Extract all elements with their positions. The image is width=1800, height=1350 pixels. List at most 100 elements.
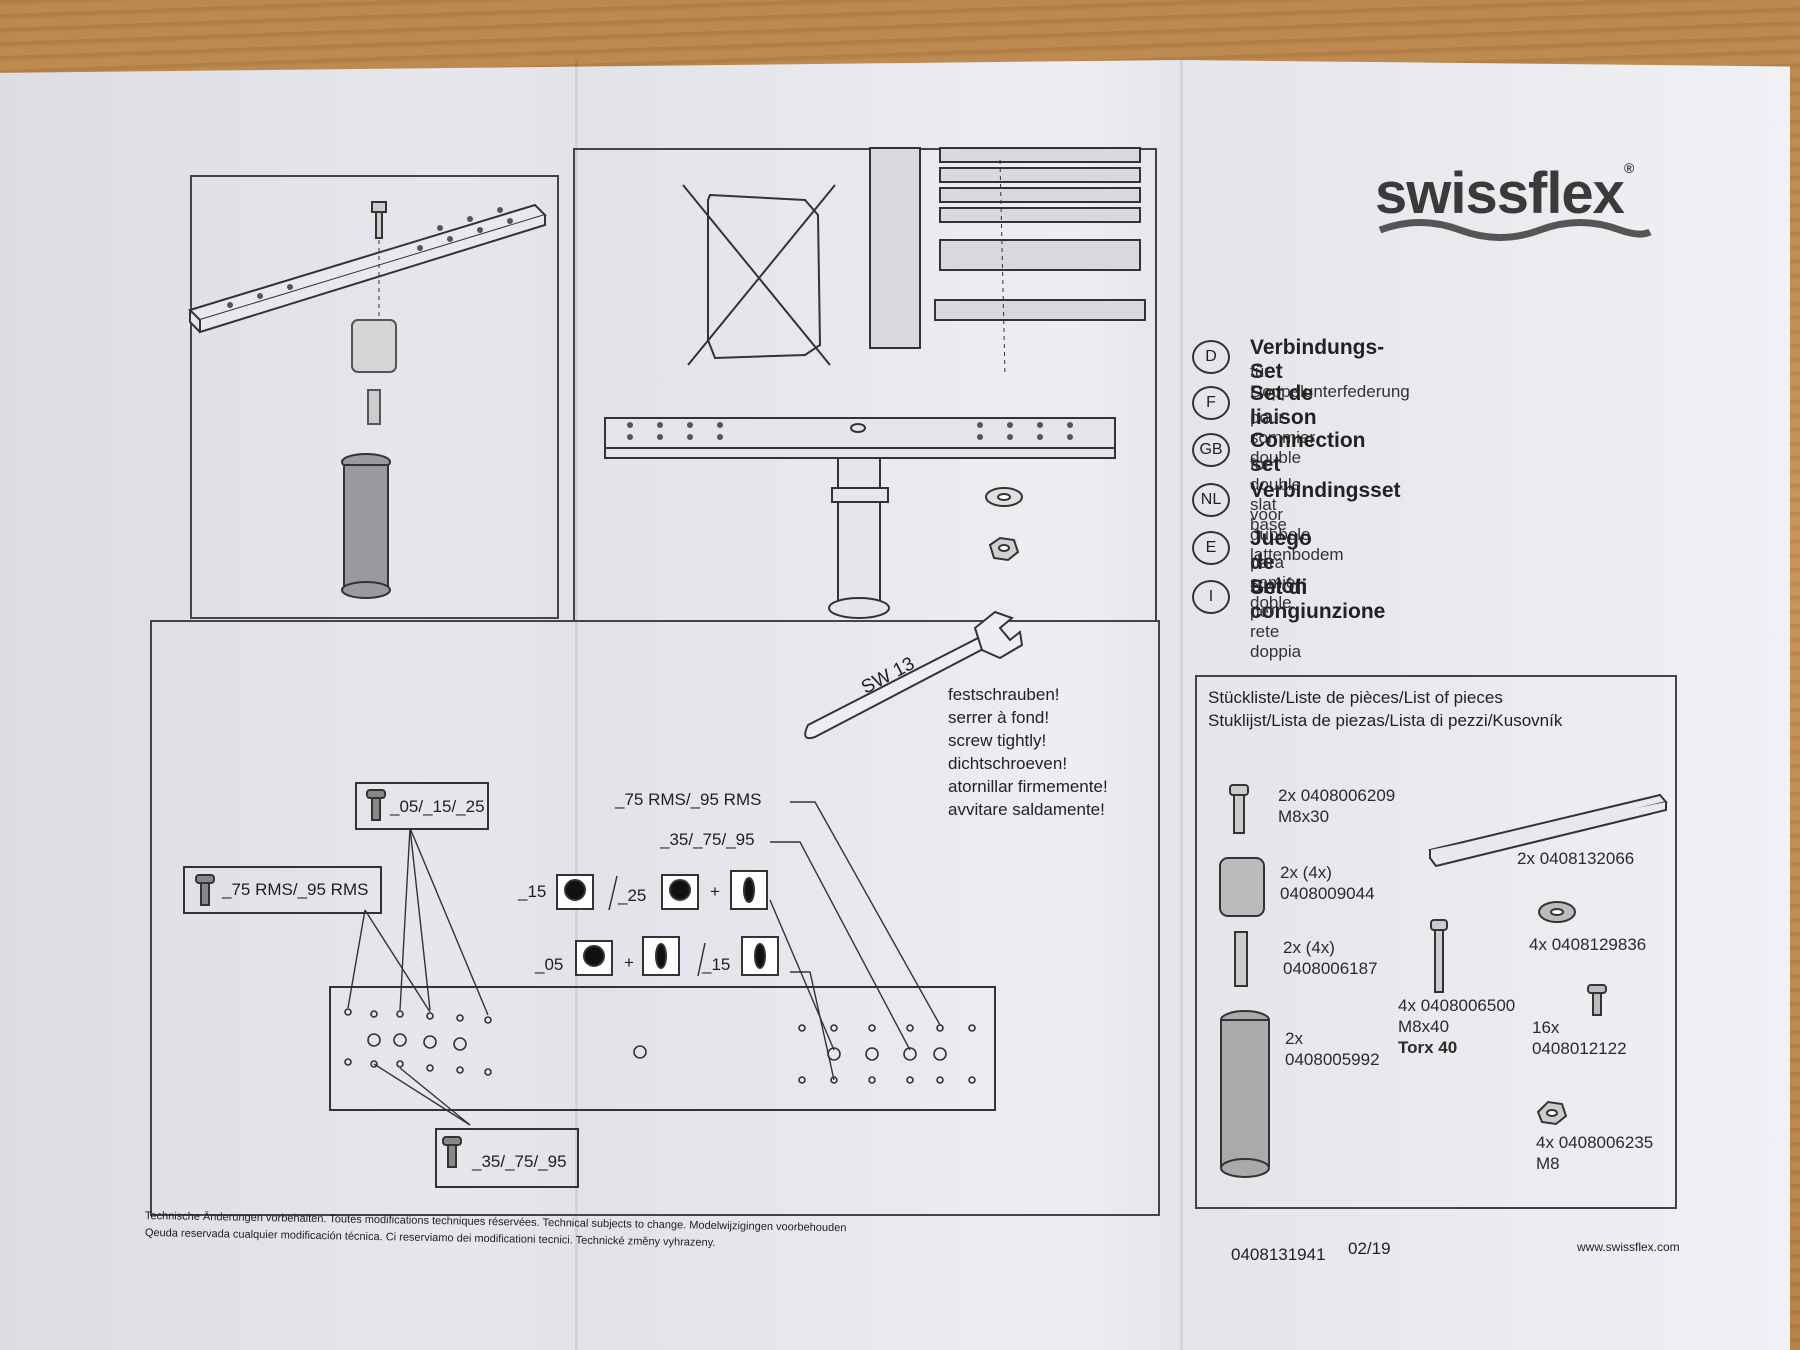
language-code-badge: NL <box>1192 483 1230 517</box>
brand-name: swissflex <box>1375 161 1625 226</box>
bolt-icon <box>442 1136 462 1168</box>
hole-label: _75 RMS/_95 RMS <box>222 880 369 899</box>
part-item: 2x 0408006209 M8x30 <box>1278 785 1395 827</box>
part-item: 4x 0408006500 M8x40 Torx 40 <box>1398 995 1515 1058</box>
part-item: 4x 0408006235 M8 <box>1536 1132 1653 1174</box>
language-subtitle: per rete doppia <box>1250 602 1302 661</box>
part-code: 0408006187 <box>1283 959 1378 978</box>
brand-logo: swissflex® <box>1375 160 1634 227</box>
hole-label: _35/_75/_95 <box>660 830 755 849</box>
part-code: 0408132066 <box>1539 849 1635 868</box>
part-spec: M8 <box>1536 1154 1560 1173</box>
language-title: Set di congiunzione <box>1250 576 1386 623</box>
part-qty: 16x <box>1532 1018 1560 1037</box>
bolt-icon <box>371 201 387 239</box>
part-qty: 4x <box>1529 935 1547 954</box>
part-item: 2x 0408005992 <box>1285 1028 1380 1070</box>
tighten-line: serrer à fond! <box>948 708 1050 727</box>
tighten-line: dichtschroeven! <box>948 754 1068 773</box>
spacer-icon <box>1219 857 1265 917</box>
plus-sign: + <box>710 882 720 901</box>
language-title: Verbindungs-Set <box>1250 336 1385 383</box>
document-number: 0408131941 <box>1231 1245 1326 1264</box>
part-spec-torx: Torx 40 <box>1398 1038 1458 1057</box>
hole-label: _15 <box>702 955 731 974</box>
foot-icon <box>1220 1010 1270 1178</box>
hole-template-plate <box>329 986 996 1111</box>
language-subtitle: voor dubbele lattenbodem <box>1250 505 1344 564</box>
bolt-icon <box>1430 919 1448 993</box>
tighten-line: screw tightly! <box>948 731 1047 750</box>
nut-icon <box>988 536 1020 562</box>
step-2-frame <box>573 148 1157 622</box>
language-subtitle: para somier doble <box>1250 553 1302 612</box>
part-item: 2x (4x) 0408009044 <box>1280 862 1375 904</box>
part-spec: M8x40 <box>1398 1017 1450 1036</box>
bolt-icon <box>195 874 215 906</box>
language-subtitle: pour sommier double <box>1250 408 1316 467</box>
incorrect-bracket-icon <box>682 184 836 366</box>
registered-mark: ® <box>1623 160 1634 176</box>
spacer-icon <box>351 319 397 373</box>
language-code-badge: E <box>1192 531 1230 565</box>
language-code-badge: I <box>1192 580 1230 614</box>
language-subtitle: für Doppelunterfederung <box>1250 362 1410 401</box>
washer-icon <box>1538 901 1576 923</box>
foot-icon <box>828 457 890 619</box>
part-qty: 2x <box>1285 1029 1303 1048</box>
language-subtitle: for double slat base <box>1250 455 1302 534</box>
nut-icon <box>1536 1100 1568 1126</box>
part-item: 16x 0408012122 <box>1532 1017 1627 1059</box>
parts-list-heading: Stückliste/Liste de pièces/List of piece… <box>1208 688 1503 707</box>
parts-list-heading: Stuklijst/Lista de piezas/Lista di pezzi… <box>1208 711 1563 730</box>
part-item: 2x (4x) 0408006187 <box>1283 937 1378 979</box>
slat-base-icon <box>869 147 1146 349</box>
connection-rail-icon <box>1428 793 1668 868</box>
language-code-badge: F <box>1192 386 1230 420</box>
language-title: Connection set <box>1250 429 1366 476</box>
part-code: 0408006209 <box>1300 786 1396 805</box>
foot-icon <box>341 453 391 599</box>
part-qty: 4x <box>1536 1133 1554 1152</box>
language-title: Set de liaison <box>1250 382 1317 429</box>
parts-list-frame <box>1195 675 1677 1209</box>
bolt-icon <box>1229 784 1249 834</box>
label-box <box>183 866 382 914</box>
pin-icon <box>367 389 381 425</box>
bolt-icon <box>366 789 386 821</box>
part-code: 0408006500 <box>1420 996 1516 1015</box>
part-code: 0408006235 <box>1558 1133 1654 1152</box>
paper-fold <box>1180 60 1183 1350</box>
language-title: Verbindingsset <box>1250 479 1401 502</box>
hole-label: _05/_15/_25 <box>390 797 485 816</box>
bolt-icon <box>1587 984 1607 1016</box>
part-qty: 4x <box>1398 996 1416 1015</box>
tighten-line: festschrauben! <box>948 685 1060 704</box>
part-code: 0408005992 <box>1285 1050 1380 1069</box>
pin-icon <box>1234 931 1248 987</box>
language-code-badge: GB <box>1192 433 1230 467</box>
connection-rail-icon <box>188 203 547 334</box>
tighten-line: avvitare saldamente! <box>948 800 1105 819</box>
part-qty: 2x (4x) <box>1280 863 1332 882</box>
logo-wave-icon <box>1378 219 1652 241</box>
plus-sign: + <box>624 953 634 972</box>
hole-label: _15 <box>518 882 547 901</box>
part-code: 0408009044 <box>1280 884 1375 903</box>
hole-label: _05 <box>535 955 564 974</box>
hole-label: _25 <box>618 886 647 905</box>
website-link: www.swissflex.com <box>1577 1240 1680 1254</box>
paper-fold <box>575 60 578 1350</box>
label-box <box>355 782 489 830</box>
language-code-badge: D <box>1192 340 1230 374</box>
part-qty: 2x (4x) <box>1283 938 1335 957</box>
part-code: 0408129836 <box>1551 935 1647 954</box>
step-1-frame <box>190 175 559 619</box>
wrench-icon <box>804 610 1024 740</box>
language-title: Juego de unión <box>1250 527 1312 598</box>
tighten-instructions: festschrauben! serrer à fond! screw tigh… <box>948 683 1108 821</box>
part-code: 0408012122 <box>1532 1039 1627 1058</box>
washer-icon <box>985 487 1023 507</box>
part-qty: 2x <box>1278 786 1296 805</box>
